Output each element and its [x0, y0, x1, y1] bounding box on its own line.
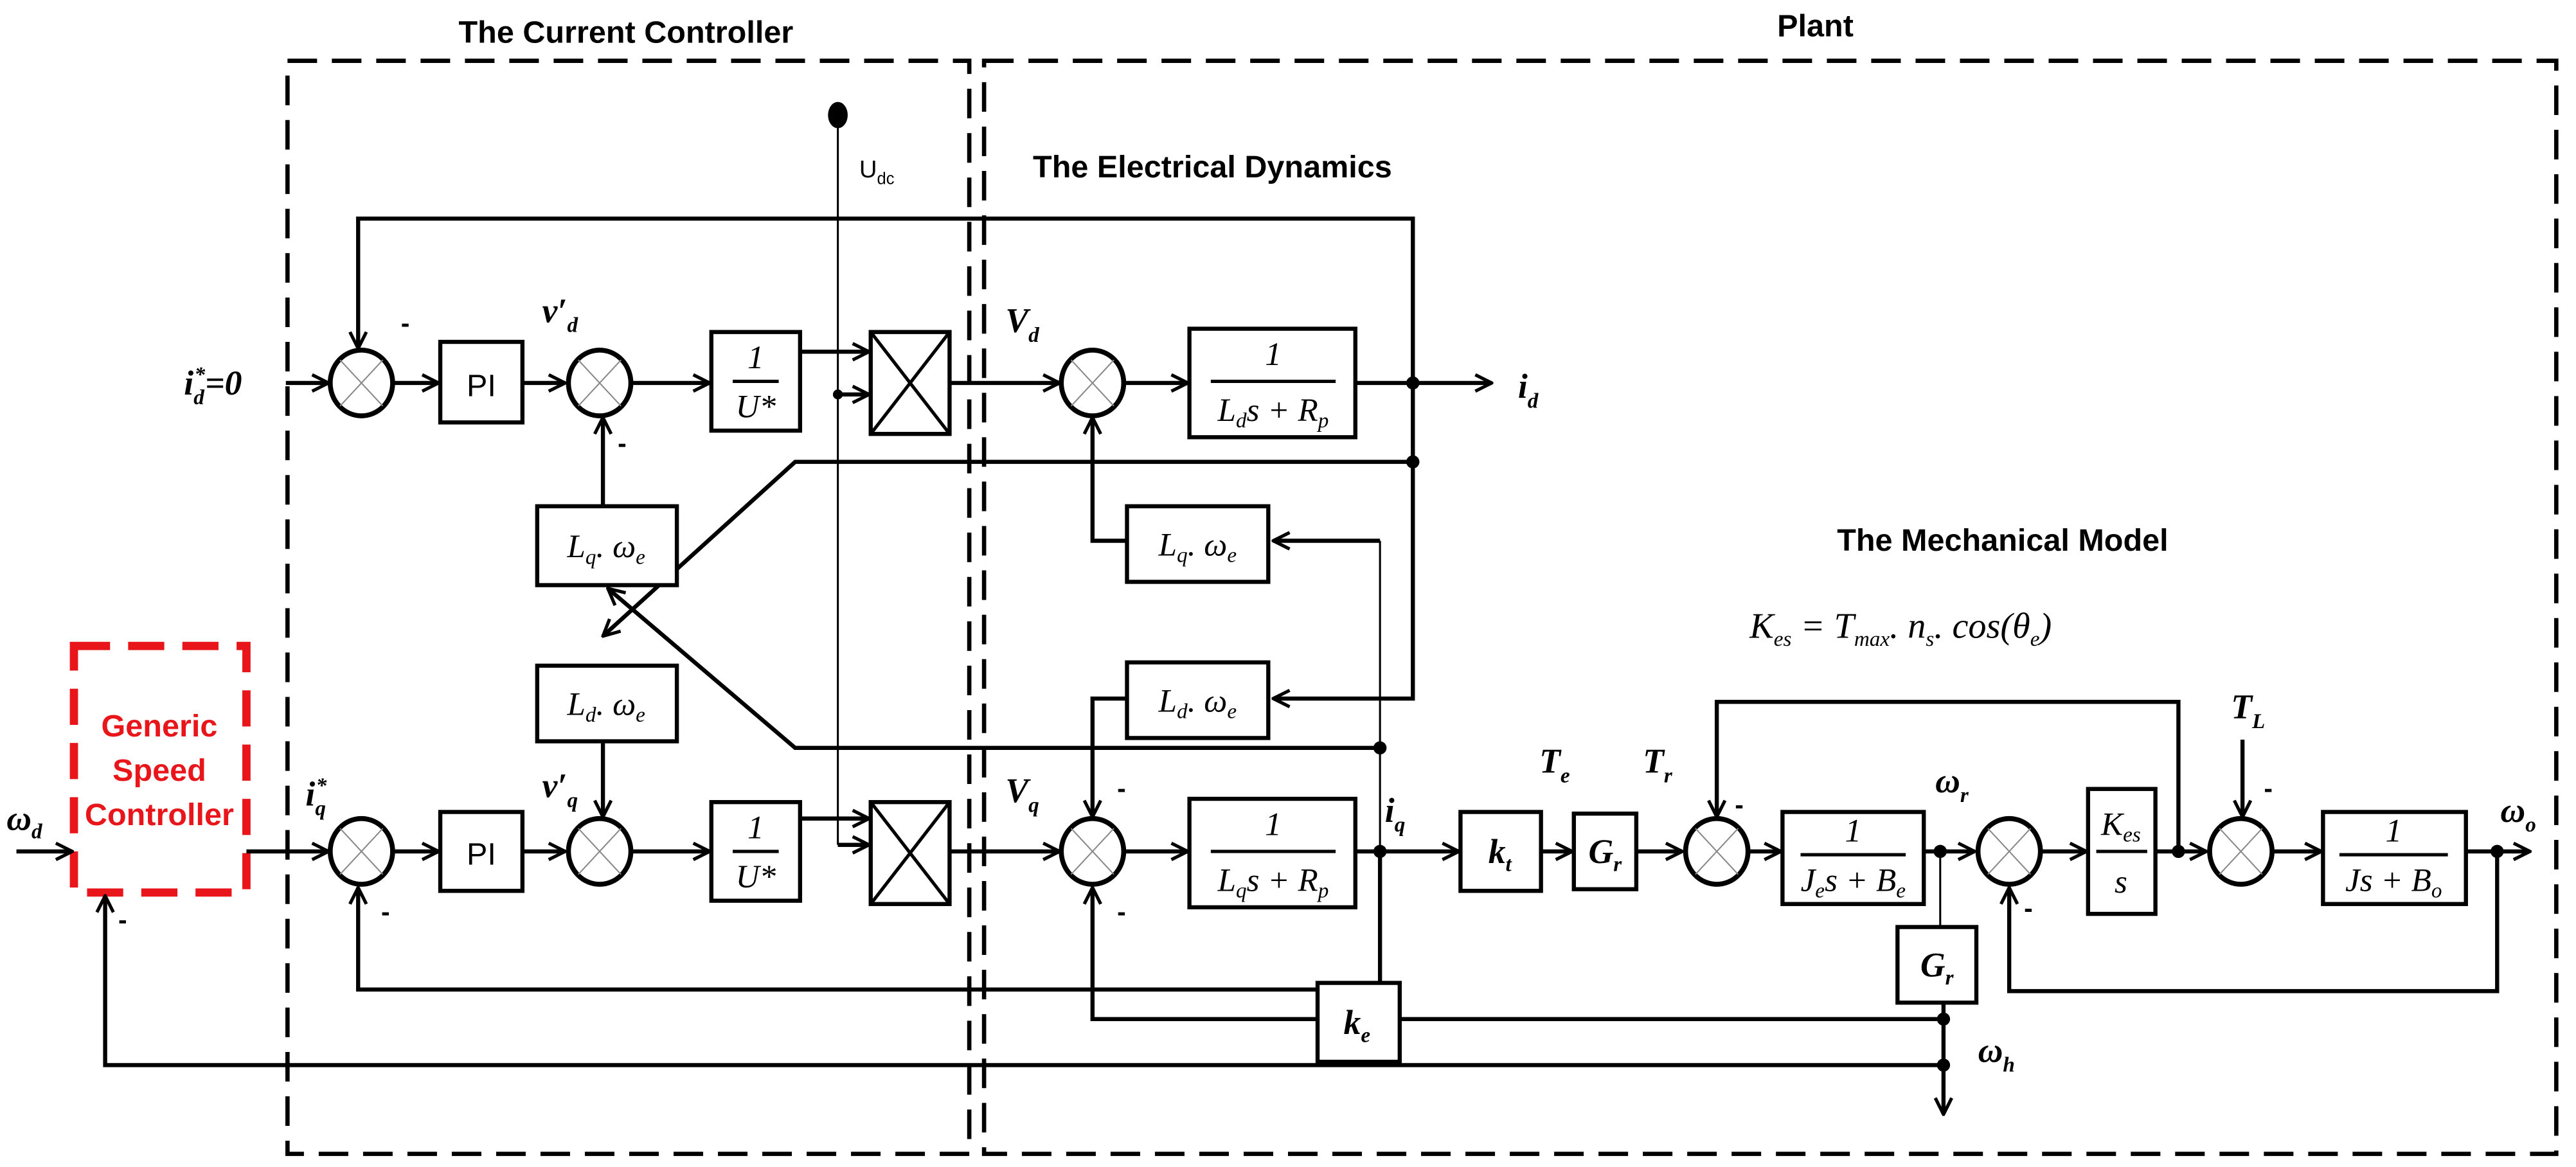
tr-label: Tr: [1643, 742, 1673, 787]
minus-sign: -: [2264, 773, 2273, 803]
vd-prime-label: v′d: [542, 291, 579, 337]
block-denominator: Js + Bo: [2345, 862, 2442, 902]
omega-o-label: ωo: [2500, 791, 2536, 837]
sum-junction-plant-q: [1059, 815, 1127, 887]
iq-feedback-wire: [358, 851, 1382, 992]
iq-ref-label: iq*: [305, 774, 326, 821]
sum-junction-torque: [1683, 815, 1751, 887]
block-numerator: 1: [747, 339, 764, 376]
pi-label-q: PI: [467, 837, 496, 871]
sum-junction-speed: [1975, 815, 2043, 887]
plant-title: Plant: [1777, 8, 1854, 43]
minus-sign: -: [401, 308, 410, 338]
block-denominator: s: [2115, 864, 2127, 900]
gr-feedback-block[interactable]: [1895, 925, 1979, 1005]
minus-sign: -: [1735, 790, 1744, 819]
block-denominator: Jes + Be: [1801, 862, 1906, 902]
sum-junction-vd: [566, 347, 634, 418]
plant-d-transfer-block[interactable]: [1187, 326, 1357, 440]
ld-we-block-controller[interactable]: [535, 663, 679, 744]
vd-label: Vd: [1005, 301, 1040, 347]
wire: [1093, 418, 1127, 543]
wire: [1093, 696, 1127, 817]
minus-sign: -: [1117, 896, 1126, 926]
block-numerator: 1: [1265, 336, 1282, 373]
load-inertia-block[interactable]: [2321, 810, 2468, 906]
junction-dot: [1936, 1058, 1951, 1072]
minus-sign: -: [2024, 893, 2033, 923]
block-denominator: Lds + Rp: [1217, 392, 1329, 432]
current-controller-title: The Current Controller: [459, 15, 794, 49]
speed-controller-label-2: Speed: [112, 753, 206, 788]
mechanical-model-title: The Mechanical Model: [1837, 523, 2168, 558]
lq-we-label: Lq. ωe: [1158, 527, 1237, 567]
ld-we-label: Ld. ωe: [1158, 682, 1237, 723]
junction-dot: [1936, 1012, 1951, 1026]
speed-feedback-wire: [105, 896, 1944, 1067]
lq-we-block-plant[interactable]: [1125, 504, 1271, 584]
junction-dot: [2491, 844, 2504, 859]
motor-inertia-block[interactable]: [1780, 810, 1926, 906]
sum-junction-load: [2207, 815, 2275, 887]
vq-label: Vq: [1005, 771, 1039, 817]
minus-sign: -: [381, 896, 390, 926]
junction-dot: [1373, 844, 1387, 859]
minus-sign: -: [118, 905, 127, 934]
block-numerator: 1: [2385, 813, 2402, 850]
minus-sign: -: [1117, 773, 1126, 803]
speed-controller-label-3: Controller: [85, 797, 234, 832]
generic-speed-controller-block[interactable]: [69, 641, 251, 897]
ld-we-label: Ld. ωe: [566, 686, 645, 727]
pi-block-q[interactable]: [438, 810, 525, 893]
te-label: Te: [1539, 742, 1570, 787]
block-numerator: 1: [1265, 806, 1282, 842]
lq-we-block-controller[interactable]: [535, 504, 679, 587]
omega-d-label: ωd: [6, 799, 43, 844]
omega-h-label: ωh: [1978, 1031, 2015, 1076]
ke-label: ke: [1344, 1003, 1371, 1047]
iq-label: iq: [1385, 791, 1406, 837]
block-denominator: Lqs + Rp: [1217, 862, 1329, 902]
block-numerator: 1: [747, 809, 764, 846]
id-output-label: id: [1518, 367, 1539, 413]
id-cross-coupling-wire: [603, 459, 1413, 636]
inverse-ustar-block-d[interactable]: [709, 330, 803, 433]
sum-junction-id-error: [327, 347, 395, 418]
block-denominator: U*: [736, 389, 776, 425]
vq-prime-label: v′q: [542, 766, 578, 812]
back-emf-feedback-wire: [1093, 887, 1318, 1021]
gr-label: Gr: [1588, 832, 1622, 877]
block-numerator: Kes: [2100, 806, 2141, 846]
sum-junction-iq-error: [327, 815, 395, 887]
udc-source-dot: [828, 102, 848, 129]
multiplier-block-q[interactable]: [868, 799, 952, 906]
tl-label: TL: [2231, 688, 2265, 733]
output-speed-feedback-wire: [2009, 851, 2500, 993]
gr-label: Gr: [1920, 945, 1954, 990]
block-numerator: 1: [1845, 813, 1862, 850]
minus-sign: -: [618, 428, 627, 458]
id-feedback-wire: [358, 216, 1415, 383]
udc-label: Udc: [859, 156, 895, 188]
sum-junction-vq: [566, 815, 634, 887]
speed-controller-label-1: Generic: [102, 709, 218, 744]
wire: [1273, 461, 1415, 699]
kt-torque-constant-block[interactable]: [1458, 810, 1543, 893]
ld-we-block-plant[interactable]: [1125, 660, 1271, 740]
electrical-dynamics-title: The Electrical Dynamics: [1033, 150, 1392, 184]
sum-junction-plant-d: [1059, 347, 1127, 418]
multiplier-block-d[interactable]: [868, 330, 952, 436]
kt-label: kt: [1489, 832, 1513, 877]
ke-back-emf-block[interactable]: [1315, 981, 1402, 1064]
block-denominator: U*: [736, 859, 776, 895]
iq-cross-coupling-wire: [608, 589, 1381, 750]
kes-equation: Kes = Tmax. ns. cos(θe): [1749, 606, 2052, 651]
id-ref-label: id*=0: [184, 362, 242, 409]
omega-r-label: ωr: [1935, 762, 1969, 807]
pi-label-d: PI: [467, 368, 496, 403]
lq-we-label: Lq. ωe: [566, 528, 645, 569]
junction-dot: [1933, 844, 1947, 859]
